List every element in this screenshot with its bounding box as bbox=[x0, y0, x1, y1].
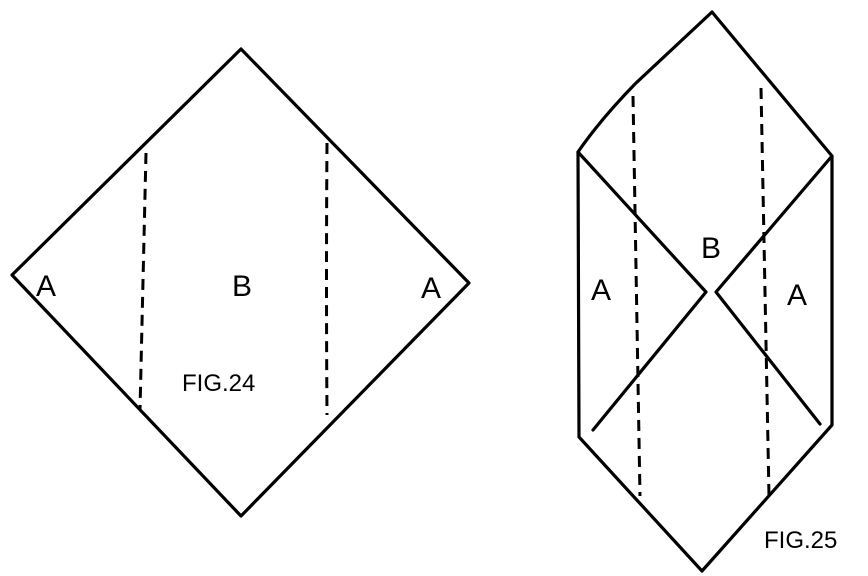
fig25-left-region-label: A bbox=[591, 274, 611, 307]
fig24-caption: FIG.24 bbox=[182, 370, 255, 397]
fig25-left-fold-line bbox=[631, 95, 642, 497]
fig-24: A B A FIG.24 bbox=[10, 47, 471, 518]
fig25-right-flap-edge bbox=[714, 154, 834, 426]
fig24-right-region-label: A bbox=[421, 272, 441, 305]
fig25-caption: FIG.25 bbox=[764, 527, 837, 554]
fig24-left-fold-line bbox=[138, 152, 148, 411]
fig25-left-flap-edge bbox=[576, 150, 708, 432]
fig25-center-region-label: B bbox=[701, 232, 721, 265]
fig24-center-region-label: B bbox=[232, 270, 252, 303]
fig25-right-region-label: A bbox=[787, 279, 807, 312]
fig25-right-fold-line bbox=[759, 87, 771, 497]
fig24-left-region-label: A bbox=[36, 270, 56, 303]
fig24-right-fold-line bbox=[325, 142, 329, 416]
fig25-outline bbox=[576, 10, 834, 573]
fig24-diamond-outline bbox=[10, 47, 471, 518]
fig-25: A B A FIG.25 bbox=[576, 10, 837, 573]
